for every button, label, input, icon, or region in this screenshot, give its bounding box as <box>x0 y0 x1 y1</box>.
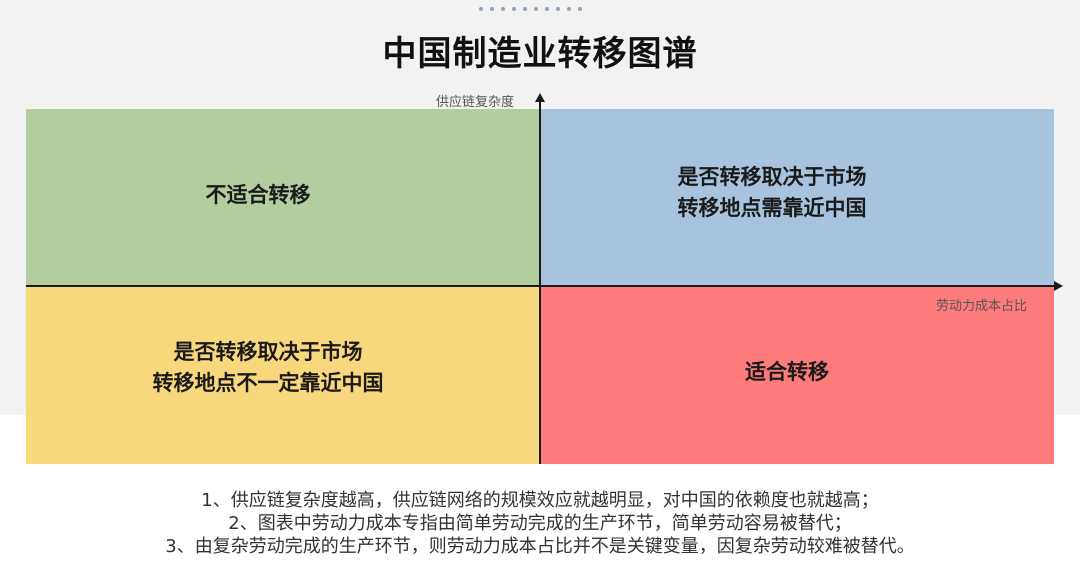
dot-icon <box>534 7 538 11</box>
dot-icon <box>512 7 516 11</box>
footnote-item: 2、图表中劳动力成本专指由简单劳动完成的生产环节，简单劳动容易被替代； <box>228 513 852 534</box>
decorative-dots <box>479 7 582 11</box>
footnotes: 1、供应链复杂度越高，供应链网络的规模效应就越明显，对中国的依赖度也就越高； 2… <box>0 489 1080 558</box>
arrow-up-icon <box>535 93 545 102</box>
dot-icon <box>578 7 582 11</box>
quadrant-bottom-right: 适合转移 <box>540 286 1054 464</box>
quadrant-label: 不适合转移 <box>206 180 311 211</box>
quadrant-label: 适合转移 <box>745 357 829 388</box>
footnote-item: 3、由复杂劳动完成的生产环节，则劳动力成本占比并不是关键变量，因复杂劳动较难被替… <box>165 536 915 557</box>
quadrant-line: 不适合转移 <box>205 182 311 207</box>
x-axis-line <box>26 285 1056 287</box>
quadrant-top-left: 不适合转移 <box>26 109 540 286</box>
dot-icon <box>556 7 560 11</box>
arrow-right-icon <box>1054 281 1063 291</box>
quadrant-bottom-left: 是否转移取决于市场 转移地点不一定靠近中国 <box>26 286 540 464</box>
page-title: 中国制造业转移图谱 <box>382 34 698 74</box>
dot-icon <box>490 7 494 11</box>
quadrant-line: 是否转移取决于市场 <box>173 339 363 364</box>
dot-icon <box>501 7 505 11</box>
quadrant-line: 适合转移 <box>745 360 829 384</box>
quadrant-line: 转移地点不一定靠近中国 <box>152 370 384 395</box>
quadrant-label: 是否转移取决于市场 转移地点需靠近中国 <box>678 162 867 224</box>
y-axis-label: 供应链复杂度 <box>436 95 515 110</box>
quadrant-label: 是否转移取决于市场 转移地点不一定靠近中国 <box>153 337 384 399</box>
dot-icon <box>523 7 527 11</box>
quadrant-top-right: 是否转移取决于市场 转移地点需靠近中国 <box>540 109 1054 286</box>
quadrant-line: 转移地点需靠近中国 <box>677 195 867 220</box>
footnote-item: 1、供应链复杂度越高，供应链网络的规模效应就越明显，对中国的依赖度也就越高； <box>201 490 879 511</box>
dot-icon <box>567 7 571 11</box>
dot-icon <box>479 7 483 11</box>
dot-icon <box>545 7 549 11</box>
y-axis-line <box>539 98 541 464</box>
x-axis-label: 劳动力成本占比 <box>936 299 1028 314</box>
quadrant-line: 是否转移取决于市场 <box>677 164 867 189</box>
